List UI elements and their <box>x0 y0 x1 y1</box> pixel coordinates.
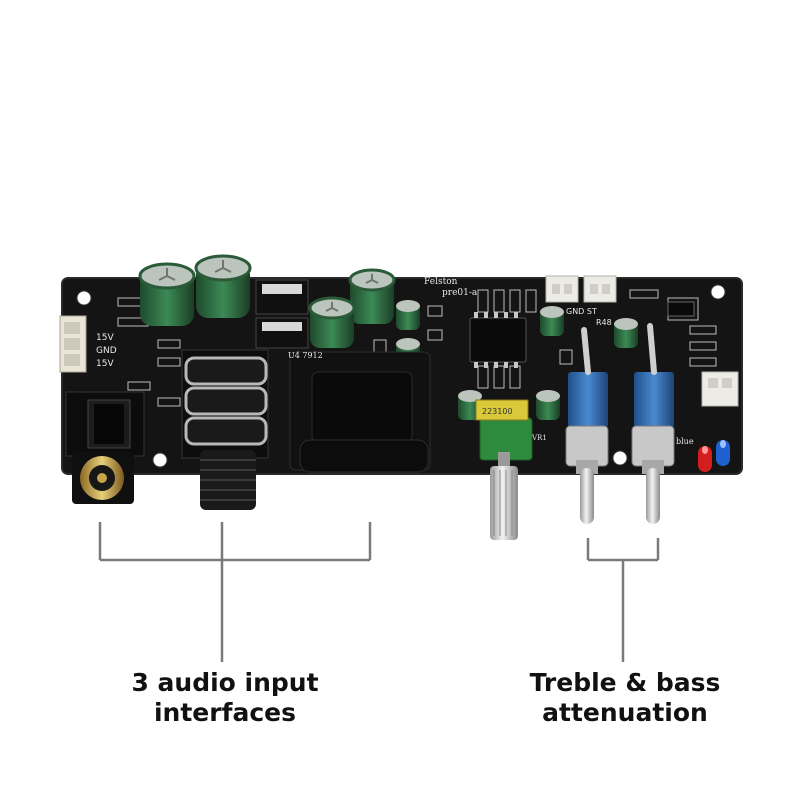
caption-treble-bass-line2: attenuation <box>542 698 708 727</box>
jack-side-input <box>65 391 145 457</box>
caption-audio-inputs-line2: interfaces <box>153 698 296 727</box>
annotation-bracket-switches <box>586 538 660 662</box>
quarter-inch-jack <box>181 349 269 510</box>
caption-treble-bass: Treble & bass attenuation <box>520 668 730 728</box>
volume-potentiometer <box>475 399 533 540</box>
connector-j8 <box>545 275 579 303</box>
capacitor-small-5 <box>536 390 560 420</box>
power-header-connector <box>59 315 87 373</box>
caption-audio-inputs: 3 audio input interfaces <box>125 668 325 728</box>
voltage-regulator-upper <box>255 279 309 315</box>
ic-chip-small <box>667 301 695 317</box>
xlr-jack <box>289 351 431 473</box>
power-label-15v-bottom: 15V <box>96 359 114 369</box>
capacitor-mid-lower <box>308 296 356 348</box>
capacitor-small-6 <box>614 318 638 348</box>
board-model-label: pre01-a <box>442 288 478 298</box>
caption-treble-bass-line1: Treble & bass <box>529 668 721 697</box>
regulator-label: U4 7912 <box>288 351 323 360</box>
capacitor-large-right <box>194 254 252 318</box>
power-label-15v-top: 15V <box>96 333 114 343</box>
capacitor-mid-upper <box>348 268 396 324</box>
connector-j1 <box>583 275 617 303</box>
capacitor-small-4 <box>540 306 564 336</box>
silkscreen-details <box>117 289 717 407</box>
silkscreen-text: Felston pre01-a 15V GND 15V U4 7912 GND … <box>96 277 694 446</box>
led-red <box>698 446 712 472</box>
capacitor-small-1 <box>396 300 420 330</box>
led-blue-label: blue <box>676 437 694 446</box>
treble-toggle-switch <box>565 327 609 524</box>
connector-side <box>701 371 739 407</box>
voltage-regulator-lower <box>255 317 309 349</box>
led-blue <box>716 440 730 466</box>
caption-audio-inputs-line1: 3 audio input <box>131 668 319 697</box>
connector-gnd-st-label: GND ST <box>566 307 597 316</box>
pot-code-label: 223100 <box>482 407 513 416</box>
pot-vr-label: VR1 <box>531 434 547 442</box>
board-brand-label: Felston <box>424 277 458 287</box>
ic-chip-main <box>469 312 527 368</box>
power-label-gnd: GND <box>96 346 117 356</box>
capacitor-large-left <box>138 262 196 326</box>
annotation-bracket-inputs <box>98 522 372 662</box>
rca-jack <box>72 452 134 504</box>
resistor-r48-label: R48 <box>596 318 612 327</box>
bass-toggle-switch <box>631 323 675 524</box>
